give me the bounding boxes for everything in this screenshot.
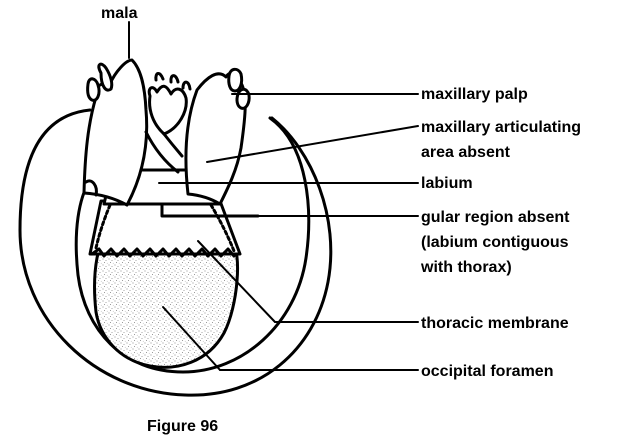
- label-occipital-foramen: occipital foramen: [421, 363, 553, 380]
- label-mala: mala: [101, 5, 138, 22]
- center-shadow-area: [146, 132, 178, 172]
- thoracic-membrane-band: [90, 201, 240, 256]
- label-thoracic-membrane: thoracic membrane: [421, 315, 569, 332]
- maxilla-left: [84, 60, 147, 205]
- label-maxillary-articulating-line1: maxillary articulating: [421, 119, 581, 136]
- label-labium: labium: [421, 175, 473, 192]
- label-maxillary-palp: maxillary palp: [421, 86, 528, 103]
- label-gular-line3: with thorax): [420, 259, 512, 276]
- labial-palp-area: [149, 73, 190, 156]
- label-gular-line1: gular region absent: [421, 209, 570, 226]
- figure-caption: Figure 96: [147, 418, 218, 435]
- label-maxillary-articulating-line2: area absent: [421, 144, 511, 161]
- label-gular-line2: (labium contiguous: [421, 234, 569, 251]
